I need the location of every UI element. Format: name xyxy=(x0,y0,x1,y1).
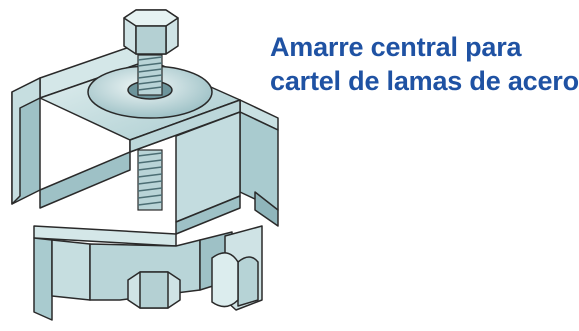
caption-line-1: Amarre central para xyxy=(270,32,522,62)
clamp-illustration xyxy=(11,9,279,321)
caption-line-2: cartel de lamas de acero xyxy=(270,66,579,96)
caption-title: Amarre central para cartel de lamas de a… xyxy=(270,30,579,98)
locking-tab xyxy=(211,252,239,308)
hex-bolt-head xyxy=(123,9,179,55)
bolt-shaft-middle xyxy=(137,149,163,211)
upper-bracket-front xyxy=(129,99,241,235)
bolt-shaft-upper xyxy=(137,54,163,96)
lower-bracket xyxy=(33,225,263,321)
hex-nut xyxy=(127,271,181,309)
